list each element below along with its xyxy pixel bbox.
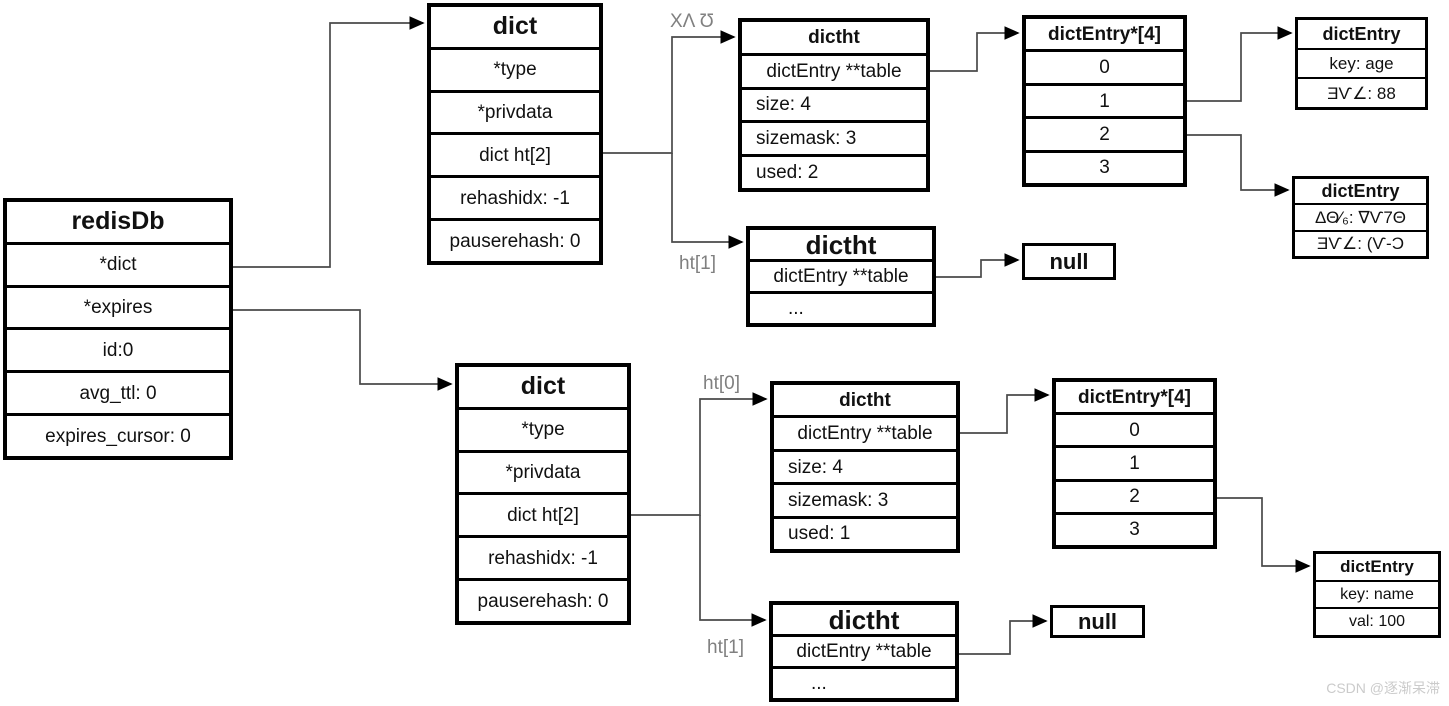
dict-bottom-field-rehashidx: rehashidx: -1	[459, 535, 627, 578]
ht0-top-garbled-label: ΧΛ Ʊ	[670, 11, 714, 32]
arrow-dictbottom-ht1	[699, 515, 767, 627]
dictentry-garbled-struct: dictEntry ΔΘ⁄₆: ∇Ѵ7Θ ƎѴ∠: (Ѵ-Ɔ	[1292, 176, 1429, 259]
redisdb-struct: redisDb *dict *expires id:0 avg_ttl: 0 e…	[3, 198, 233, 460]
arrow-dicttop-ht0	[603, 30, 736, 154]
dictentry-name-title: dictEntry	[1340, 557, 1414, 577]
dictentry-array-bottom-title: dictEntry*[4]	[1078, 386, 1191, 408]
dict-bottom-field-type: *type	[459, 406, 627, 450]
dictentry-array-top-slot-3: 3	[1026, 149, 1183, 183]
dictentry-age-val: ƎѴ∠: 88	[1298, 77, 1425, 107]
dictht-top-ht0-table: dictEntry **table	[742, 52, 926, 87]
arrow-ht1top-null	[936, 253, 1020, 278]
dictentry-array-bottom-slot-2: 2	[1056, 478, 1213, 512]
dict-bottom-struct: dict *type *privdata dict ht[2] rehashid…	[455, 363, 631, 625]
arrow-arraytop-entry2	[1187, 134, 1290, 197]
dictht-bottom-ht1-title: dictht	[828, 604, 900, 635]
arrow-arraytop-entry1	[1187, 26, 1293, 102]
dictht-bottom-ht0-size: size: 4	[774, 448, 956, 482]
dictentry-array-bottom: dictEntry*[4] 0 1 2 3	[1052, 378, 1217, 549]
dictentry-array-top-slot-1: 1	[1026, 82, 1183, 116]
dictentry-array-bottom-slot-3: 3	[1056, 511, 1213, 545]
dictht-bottom-ht0-table: dictEntry **table	[774, 415, 956, 448]
dictht-top-ht1-struct: dictht dictEntry **table ...	[746, 226, 936, 327]
dictentry-array-top: dictEntry*[4] 0 1 2 3	[1022, 15, 1187, 187]
dictentry-array-bottom-slot-1: 1	[1056, 445, 1213, 478]
dictht-bottom-ht0-struct: dictht dictEntry **table size: 4 sizemas…	[770, 381, 960, 553]
arrow-redisdb-dict-top	[233, 16, 425, 268]
dict-top-field-type: *type	[431, 46, 599, 90]
dict-bottom-field-pauserehash: pauserehash: 0	[459, 578, 627, 621]
dictht-bottom-ht0-title: dictht	[839, 389, 891, 411]
dictentry-name-key: key: name	[1316, 579, 1438, 608]
dictht-top-ht0-sizemask: sizemask: 3	[742, 120, 926, 154]
dictht-top-ht0-title: dictht	[808, 26, 860, 48]
dictht-top-ht1-title: dictht	[805, 229, 877, 260]
dict-top-field-ht2: dict ht[2]	[431, 132, 599, 175]
redisdb-title: redisDb	[71, 207, 165, 236]
dictentry-age-key: key: age	[1298, 47, 1425, 78]
dict-top-title: dict	[492, 12, 538, 41]
redisdb-field-expirescursor: expires_cursor: 0	[7, 413, 229, 456]
ht1-top-label: ht[1]	[679, 253, 716, 274]
redisdb-field-avgttl: avg_ttl: 0	[7, 370, 229, 413]
arrow-arraybottom-entry	[1217, 497, 1311, 573]
dict-bottom-field-privdata: *privdata	[459, 449, 627, 493]
dictht-bottom-ht0-sizemask: sizemask: 3	[774, 482, 956, 515]
arrow-dictbottom-ht0	[631, 392, 768, 516]
dictentry-age-title: dictEntry	[1322, 23, 1401, 44]
dictentry-garbled-val: ƎѴ∠: (Ѵ-Ɔ	[1295, 229, 1426, 256]
null-top: null	[1022, 243, 1116, 280]
redisdb-field-id: id:0	[7, 327, 229, 370]
arrow-ht0top-array	[930, 26, 1020, 72]
dictht-bottom-ht1-table: dictEntry **table	[773, 634, 955, 666]
dict-top-field-rehashidx: rehashidx: -1	[431, 175, 599, 218]
dictht-bottom-ht1-ellipsis: ...	[773, 666, 955, 698]
csdn-watermark: CSDN @逐渐呆滞	[1326, 680, 1440, 696]
dictentry-name-struct: dictEntry key: name val: 100	[1313, 551, 1441, 638]
dictht-top-ht1-ellipsis: ...	[750, 291, 932, 323]
ht0-bottom-label: ht[0]	[703, 373, 740, 394]
arrow-redisdb-dict-bottom	[233, 309, 453, 391]
ht1-bottom-label: ht[1]	[707, 637, 744, 658]
arrow-dicttop-ht1	[671, 153, 744, 249]
dict-top-field-pauserehash: pauserehash: 0	[431, 218, 599, 261]
dictht-bottom-ht0-used: used: 1	[774, 515, 956, 549]
dictentry-array-bottom-slot-0: 0	[1056, 412, 1213, 445]
dictht-top-ht0-used: used: 2	[742, 154, 926, 188]
arrow-ht0bottom-array	[959, 388, 1050, 434]
dictentry-garbled-key: ΔΘ⁄₆: ∇Ѵ7Θ	[1295, 203, 1426, 229]
dict-top-field-privdata: *privdata	[431, 89, 599, 133]
dictentry-name-val: val: 100	[1316, 607, 1438, 635]
dictentry-age-struct: dictEntry key: age ƎѴ∠: 88	[1295, 17, 1428, 110]
dictentry-garbled-title: dictEntry	[1321, 181, 1400, 202]
dictht-bottom-ht1-struct: dictht dictEntry **table ...	[769, 601, 959, 702]
dictentry-array-top-slot-2: 2	[1026, 116, 1183, 149]
arrow-ht1bottom-null	[959, 614, 1048, 655]
null-bottom: null	[1050, 605, 1145, 638]
dictht-top-ht0-size: size: 4	[742, 86, 926, 121]
redisdb-field-dict: *dict	[7, 241, 229, 285]
dict-bottom-field-ht2: dict ht[2]	[459, 492, 627, 535]
dictht-top-ht0-struct: dictht dictEntry **table size: 4 sizemas…	[738, 18, 930, 192]
dict-top-struct: dict *type *privdata dict ht[2] rehashid…	[427, 3, 603, 265]
dict-bottom-title: dict	[520, 372, 566, 401]
dictht-top-ht1-table: dictEntry **table	[750, 259, 932, 291]
dictentry-array-top-title: dictEntry*[4]	[1048, 23, 1161, 45]
dictentry-array-top-slot-0: 0	[1026, 49, 1183, 82]
redisdb-field-expires: *expires	[7, 284, 229, 328]
